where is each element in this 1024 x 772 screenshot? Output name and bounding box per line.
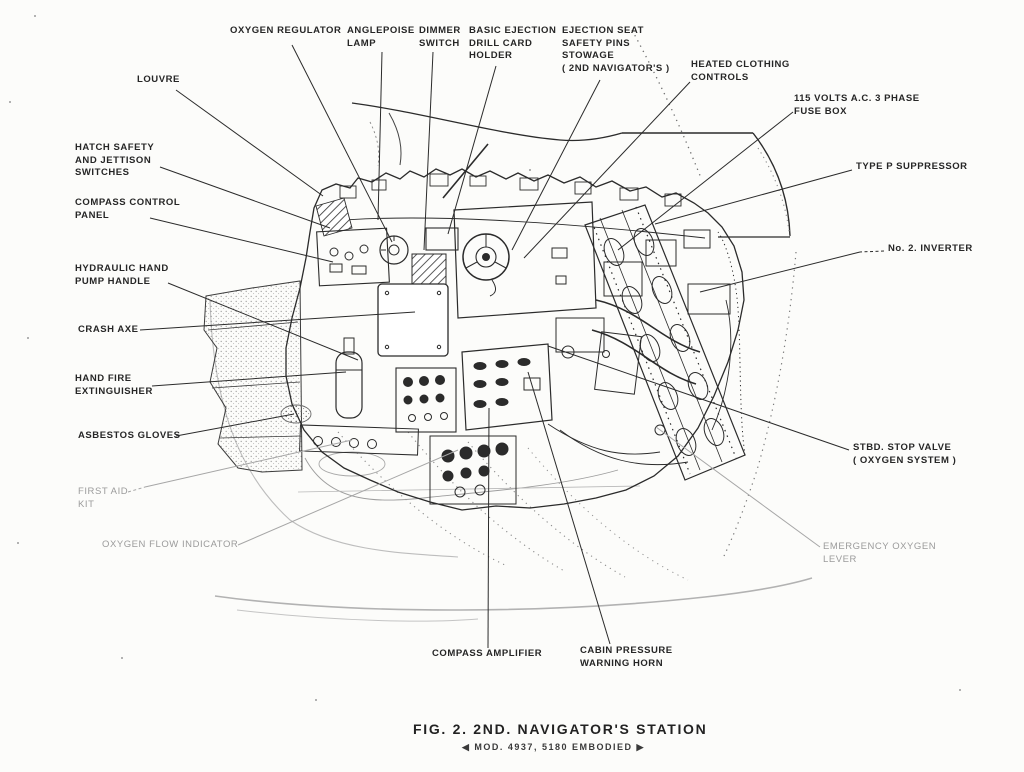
leader-asbestos-gloves [175,413,295,437]
right-equipment [547,229,732,466]
label-basic-ejection-drill-card-holder: BASIC EJECTION DRILL CARD HOLDER [469,25,557,62]
leader-no-2-inverter [859,250,885,253]
leader-lines [127,44,885,649]
compass-amplifier-object [461,343,553,431]
label-cabin-pressure-warning-horn: CABIN PRESSURE WARNING HORN [580,645,673,669]
leader-louvre [175,89,324,197]
label-crash-axe: CRASH AXE [78,324,139,335]
leader-emergency-oxygen-lever [655,426,821,548]
central-blank-panel [377,283,449,357]
fire-extinguisher-object [335,337,363,419]
leader-compass-control-panel [149,217,334,263]
label-compass-control-panel: COMPASS CONTROL PANEL [75,197,181,221]
label-heated-clothing-controls: HEATED CLOTHING CONTROLS [691,59,790,83]
label-oxygen-regulator: OXYGEN REGULATOR [230,25,342,36]
label-hydraulic-hand-pump-handle: HYDRAULIC HAND PUMP HANDLE [75,263,169,287]
label-emergency-oxygen-lever: EMERGENCY OXYGEN LEVER [823,541,937,565]
ejection-pins-stowage-panel [453,201,597,319]
figure-mod-note: ◀ MOD. 4937, 5180 EMBODIED ▶ [462,742,645,752]
label-louvre: LOUVRE [137,74,180,85]
drill-card-holder-object [425,227,459,251]
label-dimmer-switch: DIMMER SWITCH [419,25,461,49]
label-compass-amplifier: COMPASS AMPLIFIER [432,648,543,659]
hatch-door-structure [203,280,312,473]
label-oxygen-flow-indicator: OXYGEN FLOW INDICATOR [102,539,239,550]
scan-noise [9,15,961,701]
leader-fuse-box-115v [617,111,794,251]
leader-anglepoise-lamp [377,51,383,221]
connector-panel [395,367,457,433]
warning-horn-object [561,345,575,359]
leader-first-aid-kit [127,486,146,493]
console-outline [285,168,745,511]
label-type-p-suppressor: TYPE P SUPPRESSOR [856,161,968,172]
leader-stbd-stop-valve [547,345,850,451]
oxygen-regulator-object [379,235,409,265]
equipment-panels [299,197,732,505]
leader-type-p-suppressor [654,169,853,225]
leader-compass-amplifier [487,407,490,649]
label-no-2-inverter: No. 2. INVERTER [888,243,973,254]
holes-plate [299,424,419,456]
leader-hand-fire-extinguisher [151,371,347,387]
leader-ejection-seat-safety-pins-stowage [511,79,601,251]
leader-basic-ejection-drill-card-holder [447,65,497,235]
leader-dimmer-switch [423,51,434,251]
leader-first-aid-kit [144,439,353,488]
leader-oxygen-flow-indicator [237,449,459,546]
riveted-frame [584,204,746,481]
fuselage-outline [209,29,813,622]
leader-cabin-pressure-warning-horn [527,371,611,645]
label-hand-fire-extinguisher: HAND FIRE EXTINGUISHER [75,373,153,397]
compass-control-panel-object [316,227,390,287]
label-ejection-seat-safety-pins-stowage: EJECTION SEAT SAFETY PINS STOWAGE ( 2ND … [562,25,670,74]
label-fuse-box-115v: 115 VOLTS A.C. 3 PHASE FUSE BOX [794,93,920,117]
suppressor-object [683,229,711,249]
figure-caption: FIG. 2. 2ND. NAVIGATOR'S STATION [413,721,708,737]
label-hatch-safety-and-jettison-switches: HATCH SAFETY AND JETTISON SWITCHES [75,142,155,179]
label-asbestos-gloves: ASBESTOS GLOVES [78,430,181,441]
knob-cluster [429,435,517,505]
leader-crash-axe [139,311,416,331]
label-stbd-stop-valve: STBD. STOP VALVE ( OXYGEN SYSTEM ) [853,442,957,466]
leader-hatch-safety-and-jettison-switches [159,166,331,229]
leader-heated-clothing-controls [523,81,691,259]
leader-no-2-inverter [699,251,861,293]
label-first-aid-kit: FIRST AID KIT [78,486,129,510]
leader-oxygen-regulator [291,44,393,243]
fuse-box-object [645,239,677,267]
label-anglepoise-lamp: ANGLEPOISE LAMP [347,25,415,49]
inverter-object [687,283,731,315]
stop-valve-object [602,350,610,358]
